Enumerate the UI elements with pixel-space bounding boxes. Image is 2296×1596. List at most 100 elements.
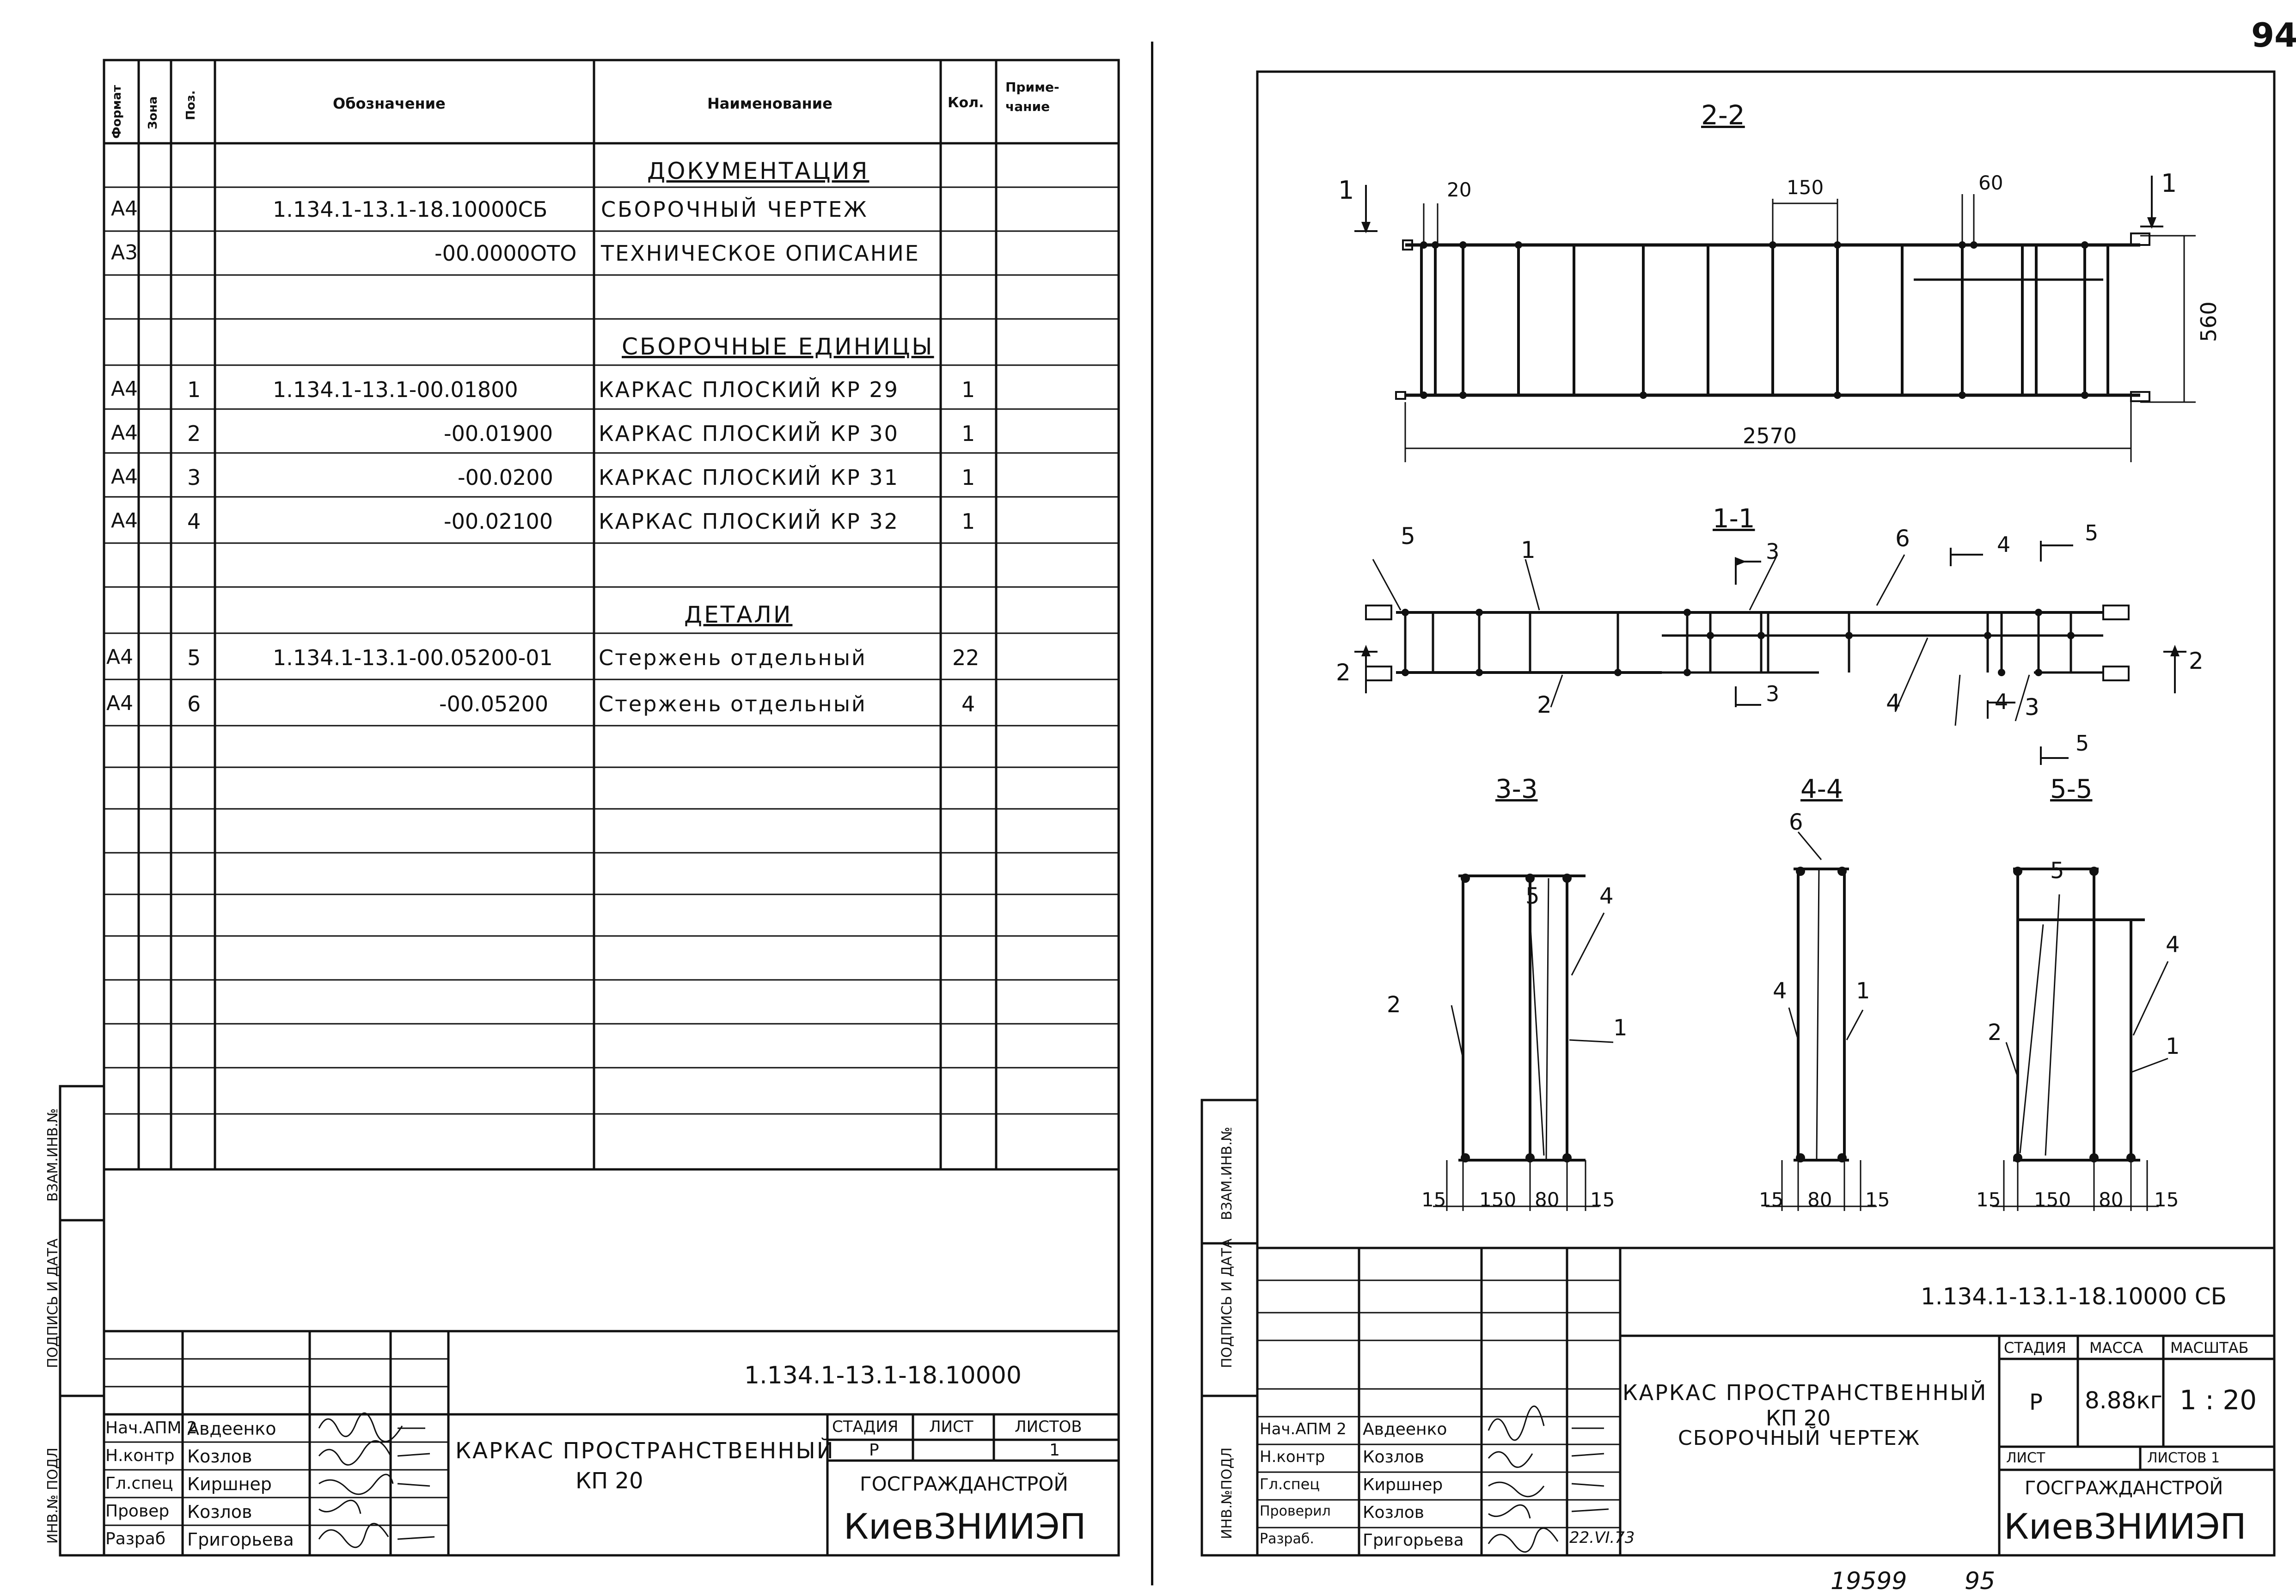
title-block-sheets-label: ЛИСТОВ — [1015, 1418, 1082, 1436]
dim-20: 20 — [1447, 178, 1472, 201]
row-name: Стержень отдельный — [599, 691, 867, 716]
person-2: Козлов — [187, 1446, 252, 1467]
row-designation: 1.134.1-13.1-00.01800 — [273, 377, 518, 402]
row-name: КАРКАС ПЛОСКИЙ КР 31 — [599, 465, 899, 490]
header-qty: Кол. — [948, 95, 984, 111]
row-name: КАРКАС ПЛОСКИЙ КР 30 — [599, 421, 899, 446]
row-format: A4 — [111, 465, 138, 489]
section-label-4-4: 4-4 — [1800, 774, 1843, 804]
drawing-stage-label: СТАДИЯ — [2004, 1339, 2066, 1357]
row-name: Стержень отдельный — [599, 645, 867, 670]
header-designation: Обозначение — [333, 95, 446, 112]
header-note: Приме- чание — [1005, 79, 1059, 114]
row-designation: -00.05200 — [439, 691, 549, 716]
section-details: ДЕТАЛИ — [684, 601, 793, 628]
callout-5-s55: 5 — [2050, 858, 2064, 884]
person-1: Авдеенко — [1363, 1420, 1447, 1439]
role-5: Разраб. — [1260, 1531, 1314, 1547]
specification-sheet: Формат Зона Поз. Обозначение Наименовани… — [0, 0, 1146, 1596]
callout-6-s44: 6 — [1789, 809, 1803, 835]
title-block-name-1: КАРКАС ПРОСТРАНСТВЕННЫЙ — [455, 1438, 835, 1464]
section-assemblies: СБОРОЧНЫЕ ЕДИНИЦЫ — [622, 333, 934, 360]
drawing-sheet-label: ЛИСТ — [2006, 1450, 2045, 1466]
callout-3-plan-top: 3 — [1766, 539, 1780, 564]
drawing-title-1: КАРКАС ПРОСТРАНСТВЕННЫЙ — [1623, 1380, 1988, 1405]
role-1: Нач.АПМ 2 — [105, 1419, 197, 1437]
callout-1-s44: 1 — [1856, 978, 1870, 1004]
header-name: Наименование — [707, 95, 833, 112]
sign-date: 22.VI.73 — [1569, 1529, 1635, 1547]
drawing-org-2: КиевЗНИИЭП — [2004, 1506, 2247, 1547]
dim-60: 60 — [1978, 171, 2003, 194]
doc-row-designation: -00.0000ОТО — [435, 241, 577, 266]
row-qty: 22 — [952, 645, 980, 670]
row-qty: 1 — [961, 509, 975, 534]
row-pos: 5 — [187, 645, 201, 670]
dim-15-s55a: 15 — [1976, 1188, 2001, 1211]
title-block-code: 1.134.1-13.1-18.10000 — [744, 1362, 1022, 1389]
doc-row-format: A4 — [111, 197, 138, 220]
row-qty: 1 — [961, 377, 975, 402]
callout-4-plan-bottom: 4 — [1995, 689, 2008, 714]
row-name: КАРКАС ПЛОСКИЙ КР 29 — [599, 377, 899, 402]
cross-sections-drawing — [1433, 832, 2169, 1211]
drawing-title-2: КП 20 — [1766, 1406, 1831, 1431]
person-1: Авдеенко — [187, 1419, 276, 1439]
row-pos: 1 — [187, 377, 201, 402]
person-3: Киршнер — [1363, 1475, 1443, 1494]
callout-4-s33: 4 — [1599, 883, 1614, 909]
title-block-org-1: ГОСГРАЖДАНСТРОЙ — [860, 1473, 1068, 1495]
callout-4-s44: 4 — [1773, 978, 1787, 1004]
role-5: Разраб — [105, 1529, 166, 1548]
doc-row-name: ТЕХНИЧЕСКОЕ ОПИСАНИЕ — [601, 241, 920, 266]
role-2: Н.контр — [105, 1446, 175, 1465]
drawing-stage: Р — [2029, 1389, 2043, 1415]
callout-6-plan: 6 — [1895, 525, 1910, 552]
title-block-sheets: 1 — [1049, 1441, 1060, 1460]
dim-15-s33a: 15 — [1421, 1188, 1446, 1211]
cut-mark-2-right: 2 — [2189, 648, 2204, 674]
role-1: Нач.АПМ 2 — [1260, 1420, 1347, 1438]
callout-4-s55: 4 — [2166, 932, 2180, 958]
section-label-2-2: 2-2 — [1701, 99, 1745, 131]
dim-15-s44b: 15 — [1865, 1188, 1890, 1211]
row-pos: 6 — [187, 691, 201, 716]
dim-15-s33b: 15 — [1590, 1188, 1615, 1211]
dim-150-s33: 150 — [1479, 1188, 1517, 1211]
title-block-org-2: КиевЗНИИЭП — [844, 1506, 1086, 1547]
callout-2-plan: 2 — [1537, 691, 1552, 718]
person-5: Григорьева — [1363, 1531, 1464, 1550]
role-4: Провер — [105, 1502, 170, 1521]
cut-mark-2-left: 2 — [1336, 659, 1351, 686]
title-block-sheet-label: ЛИСТ — [929, 1418, 974, 1436]
section-2-2-drawing — [1354, 176, 2196, 462]
cut-mark-1-left: 1 — [1338, 176, 1354, 205]
dim-150-s55: 150 — [2034, 1188, 2071, 1211]
row-qty: 4 — [961, 691, 975, 716]
cut-mark-1-right: 1 — [2161, 169, 2177, 198]
callout-1-s55: 1 — [2166, 1033, 2180, 1059]
row-format: A4 — [111, 377, 138, 401]
dim-80-s44: 80 — [1807, 1188, 1832, 1211]
dim-80-s55: 80 — [2099, 1188, 2124, 1211]
row-designation: -00.01900 — [444, 421, 553, 446]
row-pos: 2 — [187, 421, 201, 446]
drawing-mass-label: МАССА — [2089, 1339, 2143, 1357]
section-label-1-1: 1-1 — [1713, 504, 1755, 534]
row-designation: 1.134.1-13.1-00.05200-01 — [273, 645, 553, 670]
dim-150: 150 — [1787, 176, 1824, 199]
spec-grid — [59, 59, 1120, 1557]
callout-5-plan-top: 5 — [2085, 520, 2099, 545]
row-qty: 1 — [961, 465, 975, 490]
row-name: КАРКАС ПЛОСКИЙ КР 32 — [599, 509, 899, 534]
section-label-5-5: 5-5 — [2050, 774, 2093, 804]
callout-2-s33: 2 — [1387, 992, 1401, 1018]
dim-80-s33: 80 — [1535, 1188, 1560, 1211]
row-qty: 1 — [961, 421, 975, 446]
callout-3-plan: 3 — [2025, 694, 2039, 721]
signatures-right — [1488, 1405, 1609, 1553]
person-5: Григорьева — [187, 1529, 294, 1550]
callout-4-plan-top: 4 — [1997, 532, 2011, 557]
title-block-stage: Р — [869, 1441, 879, 1460]
row-pos: 4 — [187, 509, 201, 534]
